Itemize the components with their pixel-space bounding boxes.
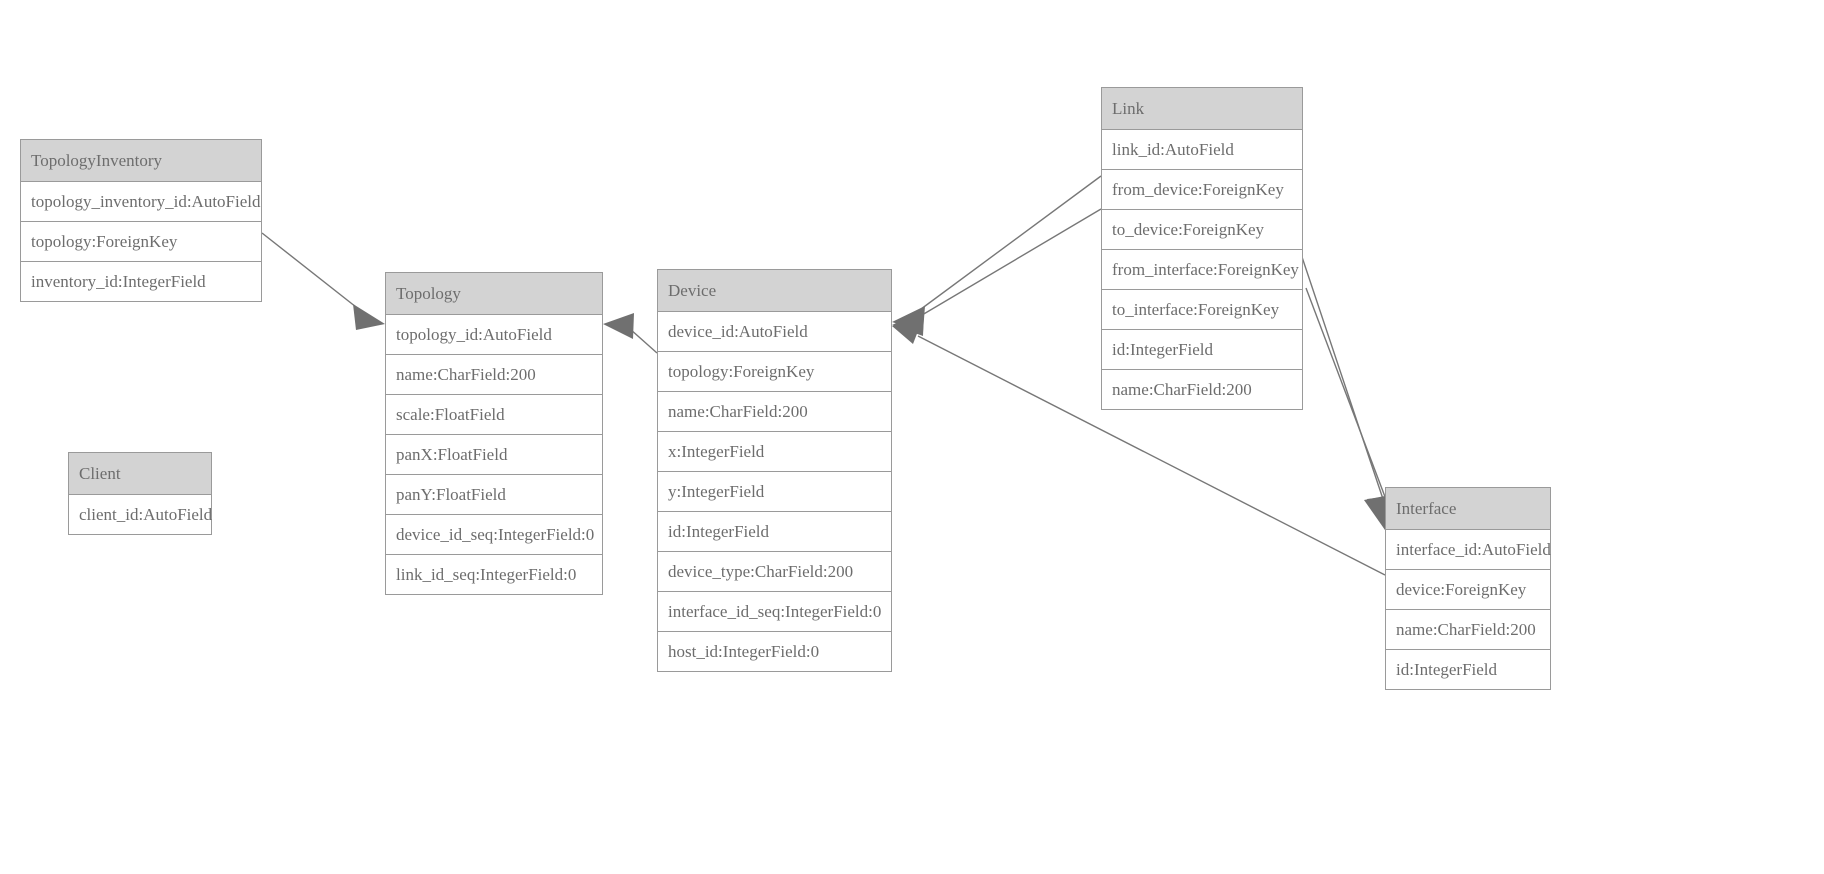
entity-field[interactable]: link_id:AutoField (1102, 130, 1302, 170)
entity-field[interactable]: from_interface:ForeignKey (1102, 250, 1302, 290)
entity-field[interactable]: device_id_seq:IntegerField:0 (386, 515, 602, 555)
entity-field[interactable]: name:CharField:200 (386, 355, 602, 395)
entity-field[interactable]: name:CharField:200 (1102, 370, 1302, 409)
entity-field[interactable]: inventory_id:IntegerField (21, 262, 261, 301)
entity-field[interactable]: panX:FloatField (386, 435, 602, 475)
entity-field[interactable]: to_interface:ForeignKey (1102, 290, 1302, 330)
entity-field[interactable]: id:IntegerField (1102, 330, 1302, 370)
entity-title: Client (69, 453, 211, 495)
entity-field[interactable]: device:ForeignKey (1386, 570, 1550, 610)
entity-field[interactable]: topology:ForeignKey (21, 222, 261, 262)
entity-title: Device (658, 270, 891, 312)
entity-field[interactable]: host_id:IntegerField:0 (658, 632, 891, 671)
edge-link-from-device-to-device (892, 175, 1102, 332)
entity-field[interactable]: link_id_seq:IntegerField:0 (386, 555, 602, 594)
entity-field[interactable]: to_device:ForeignKey (1102, 210, 1302, 250)
entity-field[interactable]: y:IntegerField (658, 472, 891, 512)
entity-field[interactable]: x:IntegerField (658, 432, 891, 472)
entity-title: Link (1102, 88, 1302, 130)
entity-title: Interface (1386, 488, 1550, 530)
entity-field[interactable]: topology:ForeignKey (658, 352, 891, 392)
edge-topologyinventory-to-topology (261, 232, 385, 330)
entity-field[interactable]: name:CharField:200 (1386, 610, 1550, 650)
edge-link-from-interface-to-interface (1299, 250, 1390, 530)
entity-field[interactable]: id:IntegerField (658, 512, 891, 552)
entity-field[interactable]: client_id:AutoField (69, 495, 212, 534)
entity-field[interactable]: device_id:AutoField (658, 312, 891, 352)
entity-field[interactable]: from_device:ForeignKey (1102, 170, 1302, 210)
entity-field[interactable]: topology_id:AutoField (386, 315, 602, 355)
edge-device-to-topology (603, 313, 658, 354)
entity-field[interactable]: device_type:CharField:200 (658, 552, 891, 592)
edge-link-to-device-to-device (892, 208, 1102, 336)
entity-field[interactable]: interface_id:AutoField (1386, 530, 1551, 570)
entity-field[interactable]: scale:FloatField (386, 395, 602, 435)
entity-field[interactable]: interface_id_seq:IntegerField:0 (658, 592, 891, 632)
entity-title: TopologyInventory (21, 140, 261, 182)
edge-link-to-interface-to-interface (1305, 287, 1393, 530)
entity-title: Topology (386, 273, 602, 315)
entity-field[interactable]: name:CharField:200 (658, 392, 891, 432)
entity-field[interactable]: panY:FloatField (386, 475, 602, 515)
entity-field[interactable]: topology_inventory_id:AutoField (21, 182, 261, 222)
entity-field[interactable]: id:IntegerField (1386, 650, 1550, 689)
